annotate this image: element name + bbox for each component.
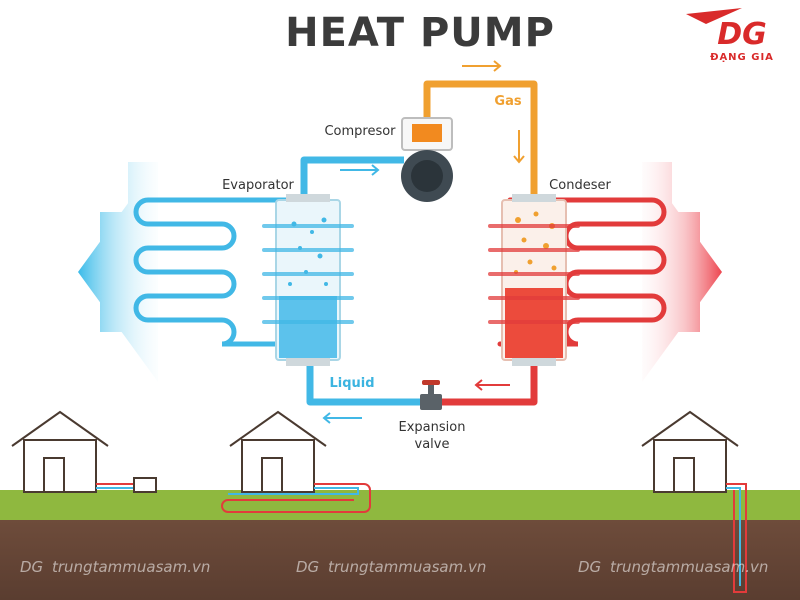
compressor-label: Compresor: [324, 124, 396, 139]
gas-label: Gas: [494, 94, 521, 109]
watermark-initials-2: DG: [296, 558, 319, 576]
condenser-label: Condeser: [549, 178, 611, 193]
flow-arrow-gas-top-icon: [462, 60, 502, 72]
watermark-1: trungtammuasam.vn: [52, 558, 210, 576]
ground-loop-vertical: [726, 483, 747, 593]
house-2: [229, 410, 327, 493]
grass-strip: [0, 490, 800, 522]
expansion-valve-icon: [420, 380, 442, 410]
house-3: [641, 410, 739, 493]
watermark-initials-3: DG: [578, 558, 601, 576]
liquid-hot-pipe: [440, 360, 538, 406]
logo-initials: DG: [717, 17, 767, 52]
condenser-outer-coil: [497, 197, 667, 347]
watermark-3: trungtammuasam.vn: [610, 558, 768, 576]
logo-name: ĐẠNG GIA: [710, 52, 774, 63]
compressor-unit: [401, 117, 453, 202]
evaporator-label: Evaporator: [222, 178, 294, 193]
ground-loop-horizontal: [220, 483, 371, 513]
flow-arrow-gas-down-icon: [513, 130, 525, 164]
watermark-initials-1: DG: [20, 558, 43, 576]
liquid-label: Liquid: [329, 376, 374, 391]
suction-pipe: [300, 156, 404, 200]
page-title: HEAT PUMP: [285, 10, 555, 56]
evaporator-outer-coil: [133, 197, 303, 347]
flow-arrow-liquid-hot-icon: [474, 379, 510, 391]
house-1: [11, 410, 109, 493]
logo-swoosh-icon: [686, 8, 742, 24]
flow-arrow-liquid-cold-icon: [322, 412, 362, 424]
expansion-valve-label-line2: valve: [415, 437, 450, 452]
liquid-cold-pipe: [306, 360, 420, 406]
watermark-2: trungtammuasam.vn: [328, 558, 486, 576]
expansion-valve-label-line1: Expansion: [399, 420, 466, 435]
brand-logo: DG ĐẠNG GIA: [686, 8, 774, 63]
condenser-tank: [488, 194, 580, 366]
gas-pipe: [423, 80, 538, 200]
outdoor-unit: [133, 477, 157, 493]
evaporator-tank: [262, 194, 354, 366]
flow-arrow-suction-icon: [340, 164, 380, 176]
evaporator-liquid: [279, 296, 337, 358]
soil: [0, 520, 800, 600]
watermark-row: DG trungtammuasam.vn DG trungtammuasam.v…: [20, 558, 768, 576]
